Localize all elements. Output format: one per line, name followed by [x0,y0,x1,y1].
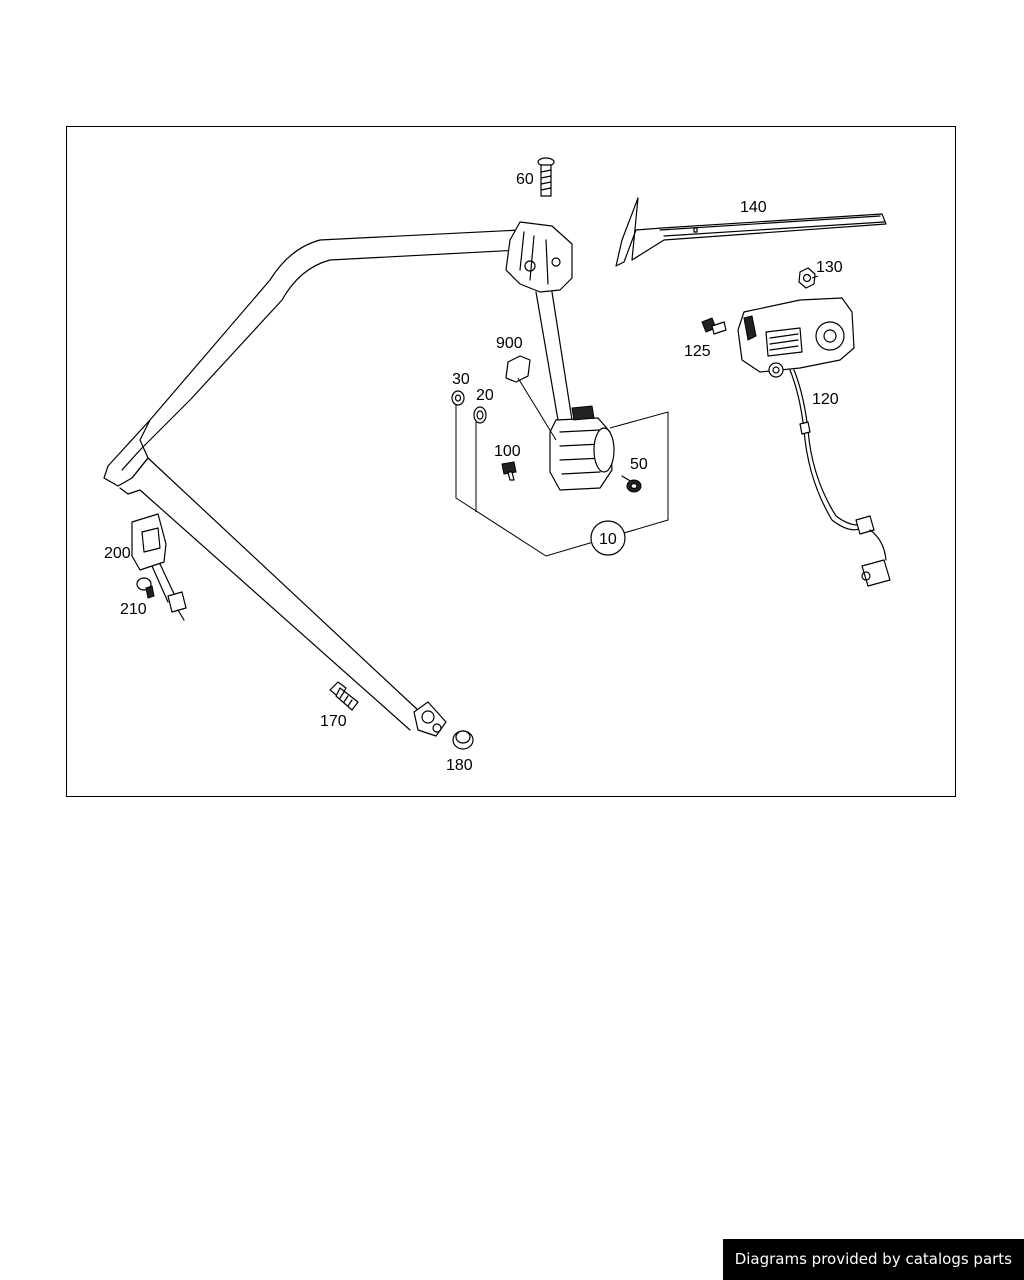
washer-20 [473,406,487,424]
nut-180 [452,730,474,750]
belt-buckle-200 [131,513,187,621]
height-adjuster-motor-120 [737,297,891,587]
bolt-125 [701,317,727,335]
height-adjust-rail [615,197,887,267]
diagram-frame [66,126,956,797]
callout-100: 100 [494,443,521,460]
callout-20: 20 [476,387,494,404]
bolt-60 [537,157,555,197]
belt-webbing [103,229,521,731]
retractor-assembly [549,405,615,491]
label-900 [505,355,557,441]
washer-30 [451,390,465,406]
height-adjuster-guide [505,221,573,421]
callout-200: 200 [104,545,131,562]
callout-140: 140 [740,199,767,216]
screw-50 [621,475,642,493]
nut-130 [798,267,816,289]
leader-lines [811,275,819,279]
callout-10: 10 [599,531,617,548]
belt-end-anchor [413,701,447,737]
callout-30: 30 [452,371,470,388]
callout-180: 180 [446,757,473,774]
callout-50: 50 [630,456,648,473]
callout-120: 120 [812,391,839,408]
callout-170: 170 [320,713,347,730]
callout-60: 60 [516,171,534,188]
callout-125: 125 [684,343,711,360]
screw-100 [501,461,517,481]
assembly-bracket-10 [455,404,669,557]
bolt-170 [329,681,359,711]
callout-130: 130 [816,259,843,276]
attribution-badge: Diagrams provided by catalogs parts [722,1239,1024,1280]
callout-900: 900 [496,335,523,352]
callout-210: 210 [120,601,147,618]
bolt-210 [136,577,155,599]
